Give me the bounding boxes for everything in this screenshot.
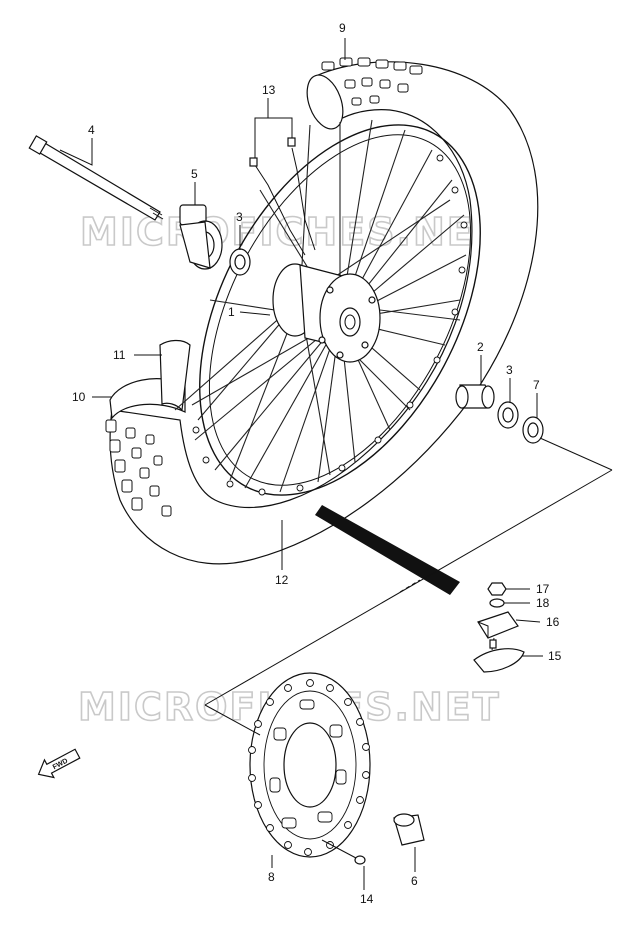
brake-disc <box>248 672 371 858</box>
tire-tread-top <box>321 57 423 106</box>
callout-12: 11 <box>113 348 126 362</box>
callout-2: 2 <box>477 340 484 354</box>
valve-cap <box>487 582 507 596</box>
tire-tread-bottom <box>105 419 172 517</box>
callout-1: 1 <box>228 305 235 319</box>
brake-disc-section <box>248 672 425 865</box>
assembly-arrow <box>315 505 460 595</box>
callout-6: 6 <box>411 874 418 888</box>
callout-16: 16 <box>546 615 560 629</box>
washer <box>489 598 505 608</box>
leader-lines <box>59 38 543 890</box>
callout-5: 5 <box>191 167 198 181</box>
fwd-arrow-icon: FWD <box>37 748 81 779</box>
bearing-left <box>229 248 251 276</box>
callout-3-right: 3 <box>506 363 513 377</box>
callout-numbers: 9 13 4 5 3 1 2 3 7 11 10 12 17 18 16 15 … <box>72 21 562 906</box>
oil-seal <box>522 416 544 444</box>
callout-18: 18 <box>536 596 550 610</box>
callout-3-left: 3 <box>236 210 243 224</box>
spoke-set <box>249 137 316 256</box>
axle <box>28 135 164 221</box>
callout-11: 10 <box>72 390 86 404</box>
callout-10: 9 <box>339 21 346 35</box>
callout-7: 7 <box>533 378 540 392</box>
callout-17: 17 <box>536 582 550 596</box>
spoke-nipples <box>192 154 468 496</box>
assembly-lines <box>204 437 613 736</box>
callout-8: 8 <box>268 870 275 884</box>
speedometer-gearbox <box>179 204 223 270</box>
callout-9: 14 <box>360 892 374 906</box>
rim-lock <box>473 637 525 673</box>
callout-15: 15 <box>548 649 562 663</box>
callout-14: 13 <box>262 83 276 97</box>
callout-4: 4 <box>88 123 95 137</box>
wheel-hub <box>272 263 381 363</box>
spacer <box>455 384 495 409</box>
collar <box>393 813 425 846</box>
rim-band <box>159 339 191 412</box>
rim-lock-block <box>477 611 519 639</box>
disc-bolt <box>321 839 366 865</box>
bearing-right <box>497 401 519 429</box>
callout-13: 12 <box>275 573 289 587</box>
front-wheel-assembly <box>105 57 539 565</box>
